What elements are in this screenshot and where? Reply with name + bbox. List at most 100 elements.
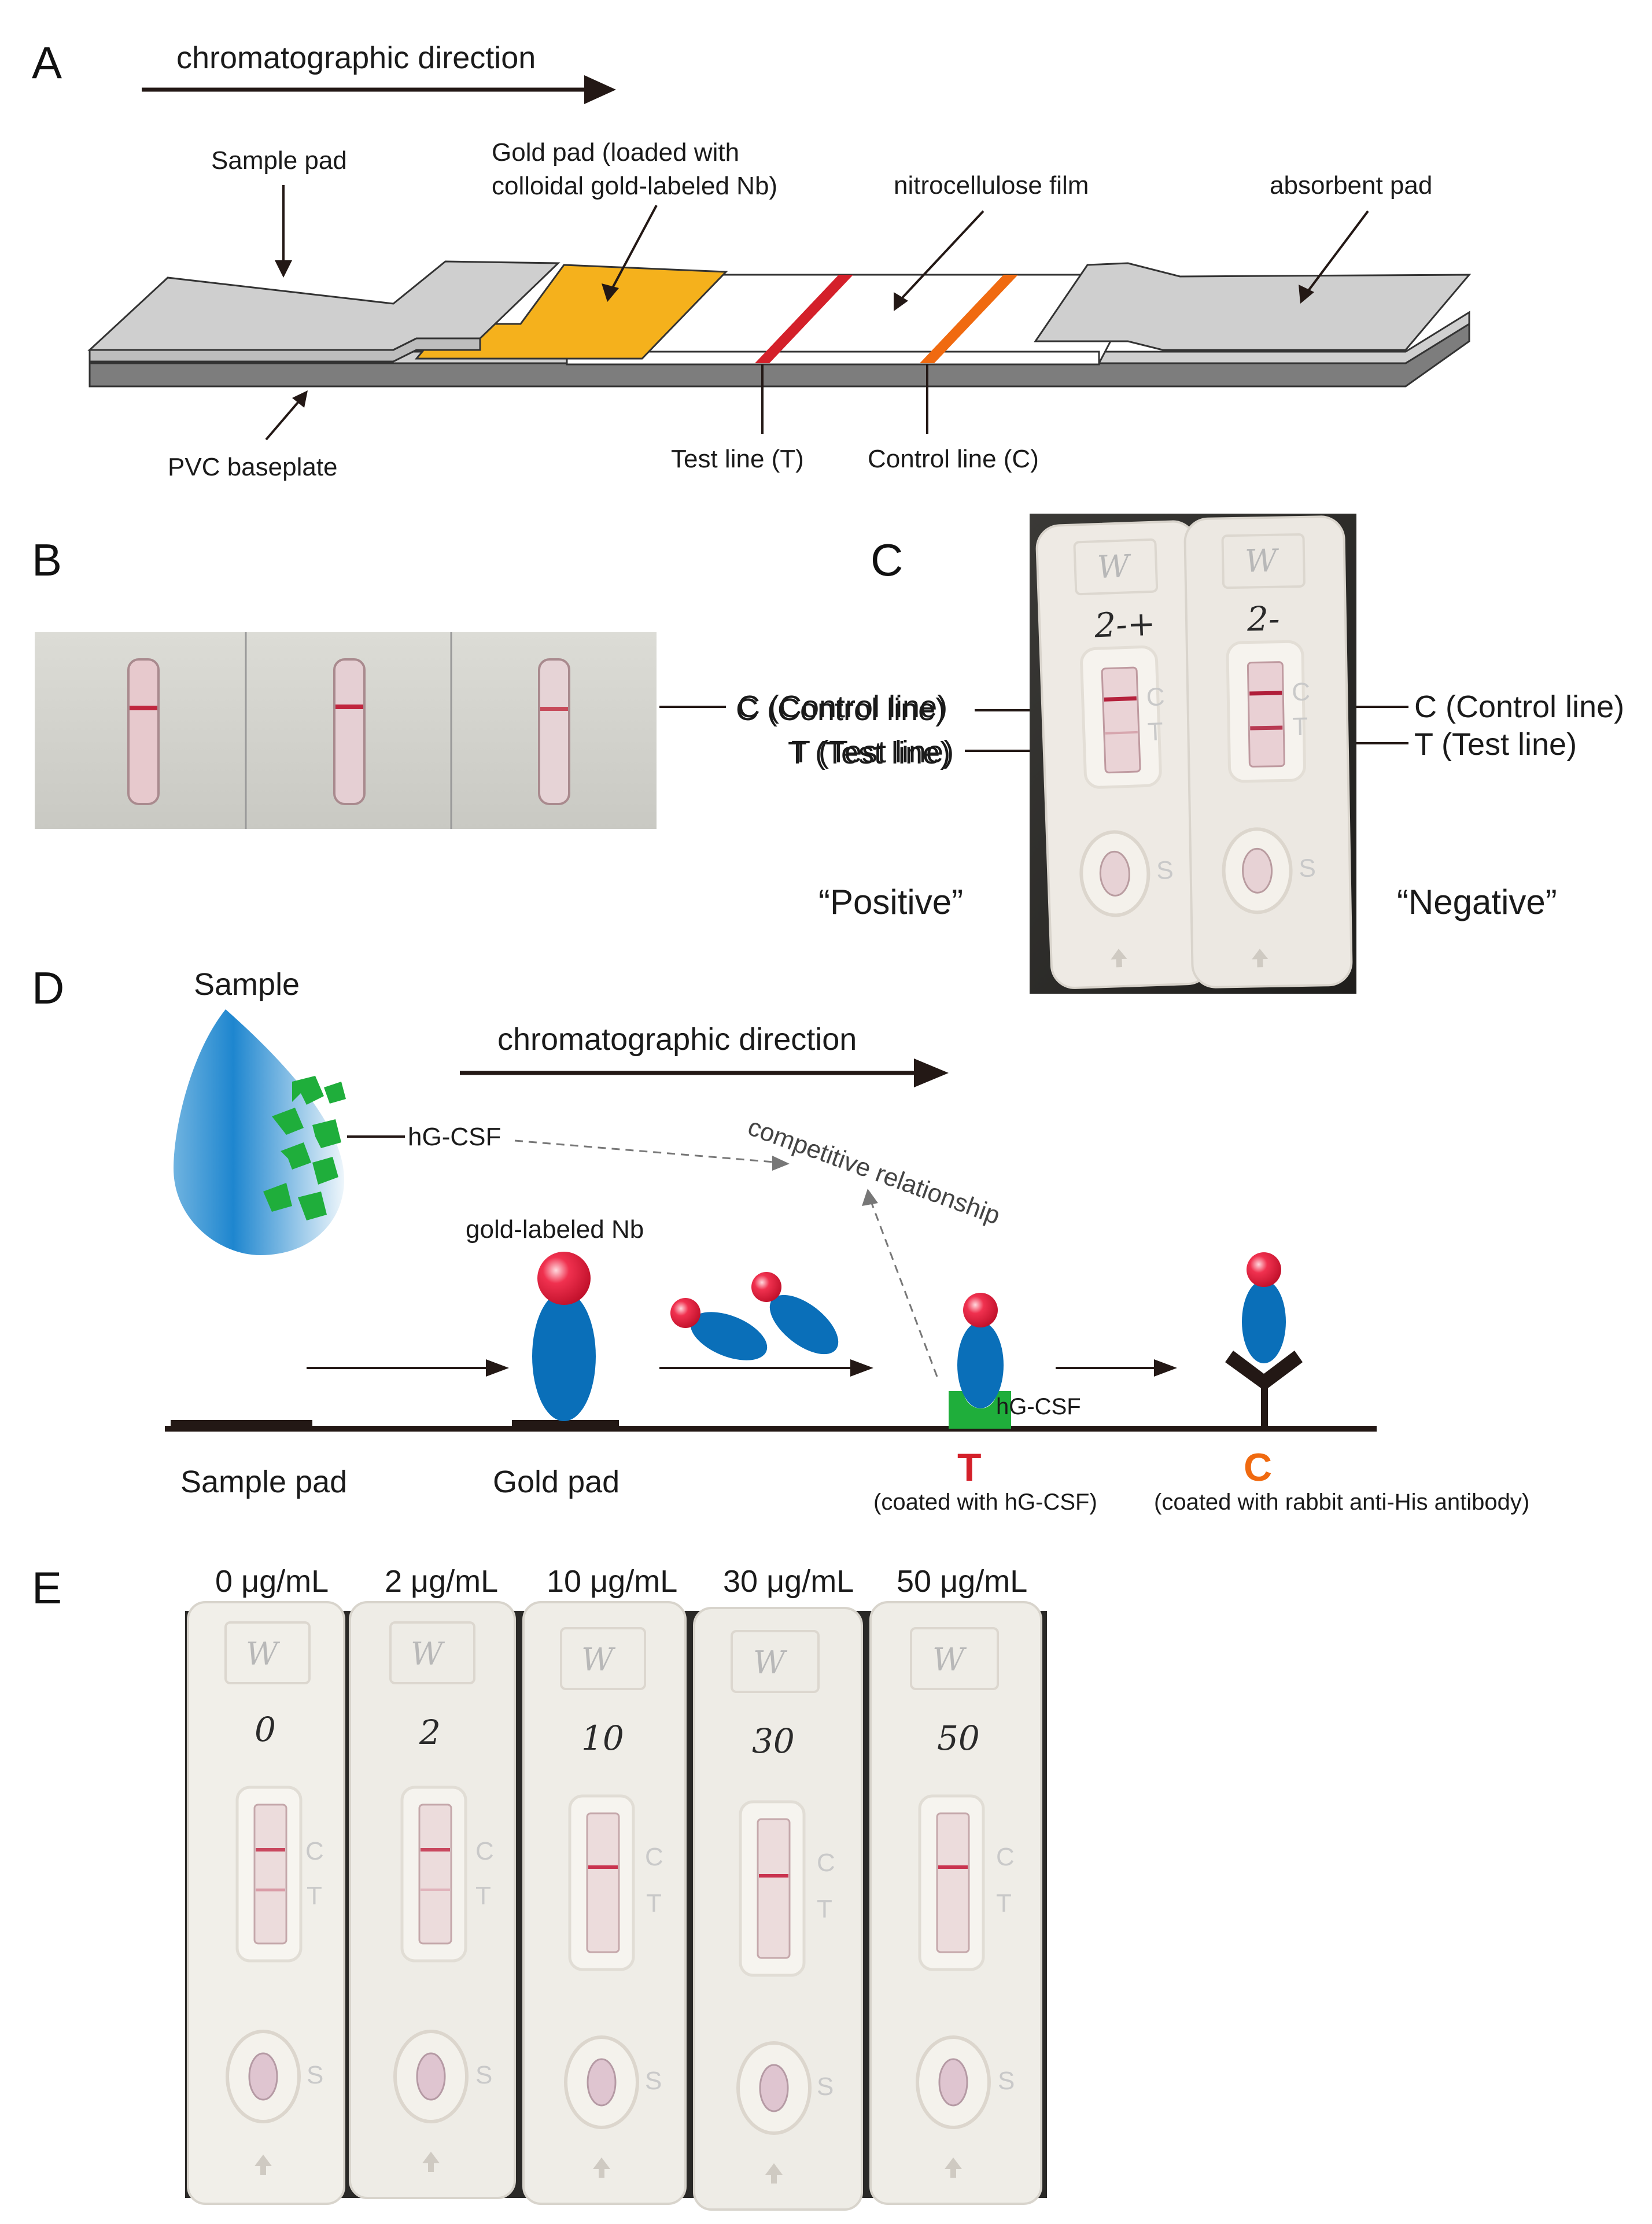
- control-label-c-right: C (Control line): [1414, 689, 1624, 724]
- pvc-pointer: [265, 398, 302, 441]
- logo-c-2: W: [1245, 543, 1280, 580]
- svg-text:S: S: [998, 2067, 1015, 2095]
- control-band-b-3: [540, 707, 568, 711]
- nitrocellulose-label: nitrocellulose film: [894, 171, 1089, 200]
- gold-pad-pointer: [609, 205, 658, 293]
- svg-text:W: W: [581, 1642, 616, 1678]
- negative-label: “Negative”: [1397, 883, 1557, 921]
- test-line-stripe: [755, 275, 853, 363]
- competition-dash-1-head: [772, 1156, 790, 1171]
- t-caption: (coated with hG-CSF): [873, 1489, 1097, 1515]
- antigen-cluster: [263, 1076, 346, 1220]
- cassette-e-2: W 10 C T S: [522, 1601, 687, 2205]
- nitrocellulose-pointer: [898, 210, 984, 302]
- test-label-c-right: T (Test line): [1414, 727, 1577, 762]
- panel-label-a: A: [32, 37, 62, 88]
- absorbent-pad-label: absorbent pad: [1270, 171, 1432, 200]
- t-line-nb: [957, 1322, 1004, 1408]
- gold-pad-label-line2: colloidal gold-labeled Nb): [492, 172, 777, 200]
- cassette-t-letter-2: T: [1292, 713, 1308, 741]
- svg-text:C: C: [817, 1849, 835, 1877]
- svg-text:S: S: [817, 2072, 834, 2101]
- svg-text:T: T: [307, 1882, 322, 1910]
- cassette-e-0: W 0 C T S: [187, 1601, 345, 2205]
- panel-c: C W 2-+ C T S W 2-: [736, 514, 1624, 994]
- positive-test-band: [1105, 731, 1138, 735]
- handwriting-c-2: 2-: [1246, 599, 1280, 639]
- conc-label-4: 50 μg/mL: [897, 1564, 1027, 1599]
- nitrocellulose-pointer-head: [894, 292, 908, 311]
- gold-nb-label: gold-labeled Nb: [466, 1215, 644, 1244]
- panel-e: E 0 μg/mL 2 μg/mL 10 μg/mL 30 μg/mL 50 μ…: [32, 1562, 1047, 2211]
- cassette-e-3: W 30 C T S: [693, 1607, 863, 2211]
- gold-particle-gold-pad: [537, 1252, 591, 1305]
- handwriting-e-1: 2: [419, 1713, 441, 1752]
- test-label-c-left: T (Test line): [791, 735, 954, 769]
- negative-test-band: [1250, 725, 1283, 731]
- c-line-antibody: [1225, 1351, 1303, 1429]
- control-label-c-left: C (Control line): [736, 692, 946, 727]
- cassette-s-letter-2: S: [1299, 854, 1316, 883]
- cassette-t-letter-1: T: [1147, 717, 1164, 746]
- direction-label-d: chromatographic direction: [497, 1022, 857, 1057]
- migrating-nb-1: [690, 1312, 768, 1360]
- test-line-label: Test line (T): [671, 445, 804, 473]
- gold-pad-pointer-head: [602, 283, 619, 302]
- conc-label-3: 30 μg/mL: [723, 1564, 854, 1599]
- control-line-stripe: [920, 275, 1018, 363]
- control-band-e-2: [588, 1865, 618, 1869]
- svg-text:C: C: [645, 1843, 663, 1871]
- sample-pad-edge: [89, 337, 481, 363]
- competition-dash-1: [514, 1139, 781, 1164]
- t-letter: T: [957, 1445, 982, 1489]
- hgcsf-small-label: hG-CSF: [996, 1394, 1081, 1419]
- nb-body-gold-pad: [532, 1292, 596, 1421]
- panel-label-e: E: [32, 1562, 62, 1613]
- flow-arrow-2-head: [850, 1359, 873, 1377]
- control-band-e-0: [256, 1848, 285, 1852]
- sample-label: Sample: [194, 967, 300, 1002]
- control-line-label-b: C (Control line): [738, 689, 947, 724]
- sample-pad-pointer-head: [275, 260, 292, 278]
- strip-b-1: [127, 658, 160, 805]
- svg-text:W: W: [411, 1636, 445, 1672]
- svg-text:T: T: [475, 1882, 491, 1910]
- handwriting-e-2: 10: [581, 1718, 624, 1758]
- hgcsf-label: hG-CSF: [408, 1123, 501, 1151]
- competitive-label: competitive relationship: [744, 1112, 1004, 1230]
- test-band-e-1: [421, 1889, 450, 1891]
- handwriting-e-3: 30: [752, 1721, 795, 1761]
- strip-b-3: [538, 658, 570, 805]
- migrating-nb-2: [769, 1294, 839, 1355]
- svg-text:W: W: [932, 1642, 967, 1678]
- cassette-c-letter-2: C: [1292, 678, 1311, 707]
- panel-label-b: B: [32, 534, 62, 585]
- cassette-e-1: W 2 C T S: [349, 1601, 516, 2199]
- svg-text:S: S: [307, 2061, 323, 2089]
- sample-pad-label-d: Sample pad: [180, 1465, 347, 1499]
- competition-dash-2-head: [862, 1189, 878, 1206]
- positive-control-band: [1104, 696, 1137, 702]
- direction-label-a: chromatographic direction: [176, 40, 536, 75]
- positive-label: “Positive”: [818, 883, 963, 921]
- panel-d: D Sample hG-CSF chromatographic directio…: [32, 962, 1529, 1515]
- svg-text:W: W: [753, 1644, 788, 1681]
- conc-label-2: 10 μg/mL: [547, 1564, 677, 1599]
- absorbent-pad: [1034, 262, 1472, 351]
- c-line-nb: [1242, 1280, 1286, 1363]
- conc-label-0: 0 μg/mL: [215, 1564, 329, 1599]
- test-line-label-b: T (Test line): [788, 736, 950, 770]
- control-band-e-3: [759, 1874, 788, 1878]
- c-caption: (coated with rabbit anti-His antibody): [1154, 1489, 1529, 1515]
- gold-pad-label-d: Gold pad: [493, 1465, 620, 1499]
- handwriting-e-4: 50: [937, 1718, 980, 1758]
- sample-pad-block: [171, 1420, 312, 1429]
- direction-arrowhead-d: [914, 1058, 949, 1087]
- control-band-e-1: [421, 1848, 450, 1852]
- competition-dash-2: [869, 1200, 938, 1377]
- migrating-gold-2: [751, 1272, 781, 1302]
- cassette-c-letter-1: C: [1146, 683, 1165, 711]
- c-letter: C: [1244, 1445, 1272, 1489]
- svg-text:T: T: [817, 1895, 832, 1923]
